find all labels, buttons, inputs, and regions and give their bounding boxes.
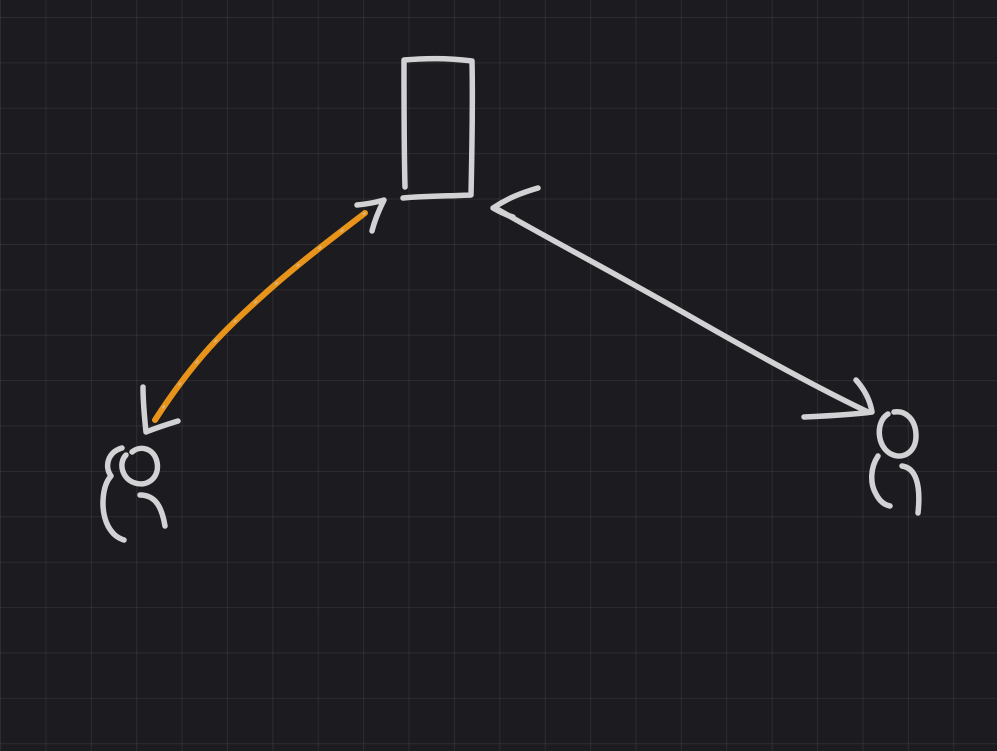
left-connection-arrowhead-top — [354, 197, 387, 234]
right-user-icon — [869, 409, 922, 516]
right-user-body — [899, 463, 922, 516]
left-connection-dash — [154, 212, 366, 421]
right-connection-arrowhead-bottom — [801, 377, 875, 420]
left-connection-arrow — [140, 197, 387, 435]
right-user-back — [869, 453, 893, 509]
right-user-head — [876, 409, 919, 459]
right-connection-arrowhead-top — [490, 185, 541, 220]
right-connection-arrow — [490, 185, 875, 420]
server-rectangle-outline — [400, 55, 476, 201]
left-user-head — [119, 445, 161, 487]
left-user-back — [100, 445, 127, 543]
left-user-icon — [100, 445, 168, 543]
left-connection-line — [152, 210, 368, 423]
left-connection-arrowhead-bottom — [140, 384, 181, 435]
server-rectangle — [400, 55, 476, 201]
left-user-body — [137, 492, 168, 529]
right-connection-line — [494, 206, 871, 415]
